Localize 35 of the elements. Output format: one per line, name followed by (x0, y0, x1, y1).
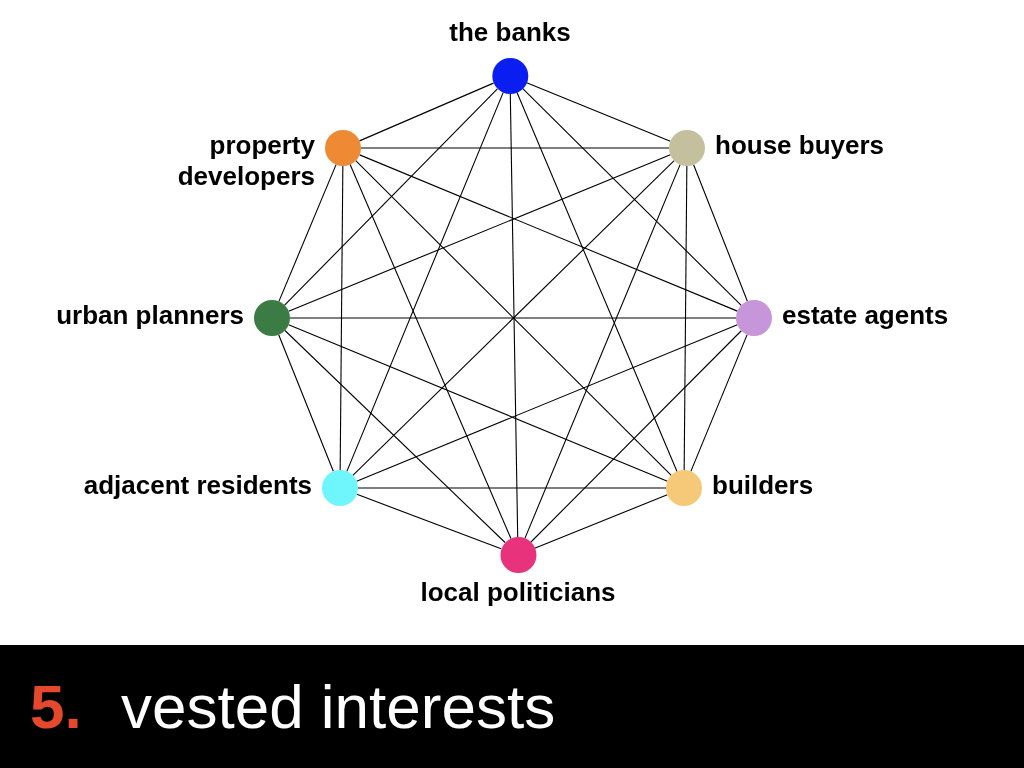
connector-line (278, 334, 334, 472)
connector-line (530, 330, 742, 543)
connector-line (690, 334, 748, 472)
connector-line (346, 92, 504, 472)
connector-line (356, 324, 738, 482)
connector-line (524, 164, 681, 539)
node-label: local politicians (420, 577, 616, 608)
connector-line (358, 82, 495, 142)
node-label: urban planners (56, 300, 244, 331)
node-label: estate agents (782, 300, 949, 331)
connector-line (683, 165, 688, 471)
connector-line (278, 164, 337, 302)
connector-line (357, 487, 667, 489)
connector-line (359, 154, 738, 312)
connector-line (534, 494, 668, 549)
connector-line (288, 154, 671, 312)
connector-line (522, 88, 742, 306)
connector-line (526, 82, 671, 142)
connector-line (289, 317, 737, 319)
connector-line (693, 164, 748, 302)
connector-line (339, 165, 344, 471)
connector-line (288, 324, 668, 482)
connector-line (349, 164, 512, 539)
node-label: the banks (449, 17, 571, 48)
connector-line (516, 92, 678, 472)
connector-line (284, 329, 506, 544)
node-label: house buyers (715, 130, 885, 161)
slide-title: 5. vested interests (30, 670, 556, 743)
node-label: builders (712, 470, 814, 501)
connector-line (509, 93, 519, 538)
node-label: property developers (176, 130, 315, 192)
node-label: adjacent residents (83, 470, 312, 501)
connector-line (284, 88, 498, 306)
connector-line (360, 147, 670, 149)
connector-line (356, 493, 502, 550)
